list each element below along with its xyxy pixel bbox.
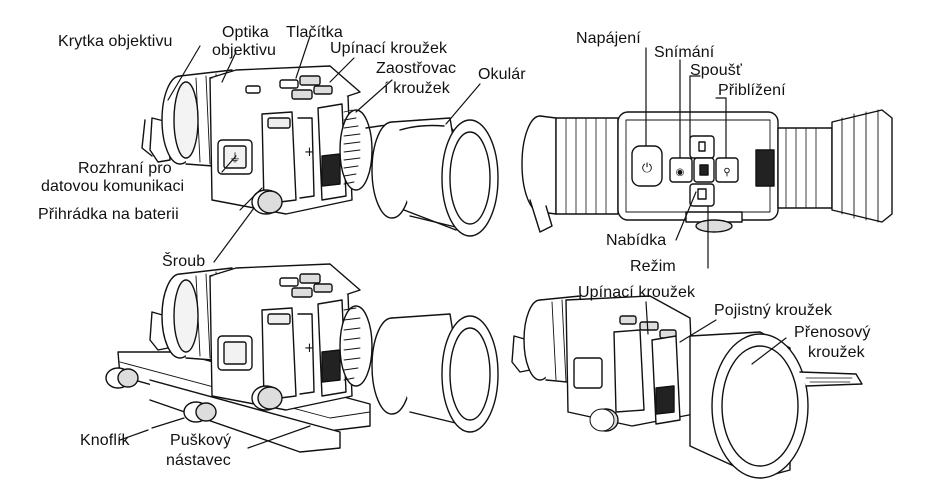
label-menu: Nabídka (606, 232, 667, 249)
scope-bottom-left: + (105, 263, 499, 453)
camera-icon: ◉ (676, 167, 685, 178)
label-mode: Režim (630, 258, 676, 275)
svg-text:+: + (304, 145, 315, 160)
power-icon: ⏻ (642, 161, 652, 176)
label-knob: Knoflík (80, 432, 130, 449)
label-mounting-ring-bottom: Upínací kroužek (578, 284, 696, 301)
scope-top-right: ⏻ ◉ ⚲ (521, 47, 893, 269)
label-data-interface-1: Rozhraní pro (78, 160, 172, 177)
label-trigger: Spoušť (690, 62, 742, 79)
label-focus-ring-2: í kroužek (384, 80, 450, 97)
svg-text:+: + (304, 341, 315, 356)
label-rifle-mount-2: nástavec (166, 452, 231, 469)
label-mounting-ring-top: Upínací kroužek (330, 40, 448, 57)
scope-top-left: ⏚ + (141, 65, 499, 237)
label-battery-compartment: Přihrádka na baterii (38, 206, 179, 223)
label-data-interface-2: datovou komunikaci (41, 178, 185, 195)
label-transfer-ring-1: Přenosový (794, 324, 871, 341)
top-buttons (245, 75, 333, 100)
label-buttons: Tlačítka (286, 24, 343, 41)
label-lens-cap: Krytka objektivu (58, 33, 173, 50)
scope-bottom-right (511, 295, 863, 479)
label-capture: Snímání (654, 44, 715, 61)
label-eyepiece: Okulár (478, 66, 526, 83)
label-optics-1: Optika (222, 24, 269, 41)
label-zoom: Přiblížení (718, 82, 786, 99)
leader-lines-top-left (167, 35, 481, 263)
label-rifle-mount-1: Puškový (170, 432, 232, 449)
label-transfer-ring-2: kroužek (808, 344, 865, 361)
label-power: Napájení (576, 30, 641, 47)
label-locking-ring: Pojistný kroužek (714, 302, 833, 319)
label-optics-2: objektivu (212, 42, 277, 59)
label-screw: Šroub (162, 253, 206, 270)
label-focus-ring-1: Zaostřovac (376, 60, 457, 77)
button-pad: ◉ ⚲ (669, 135, 739, 207)
zoom-icon: ⚲ (723, 167, 730, 178)
